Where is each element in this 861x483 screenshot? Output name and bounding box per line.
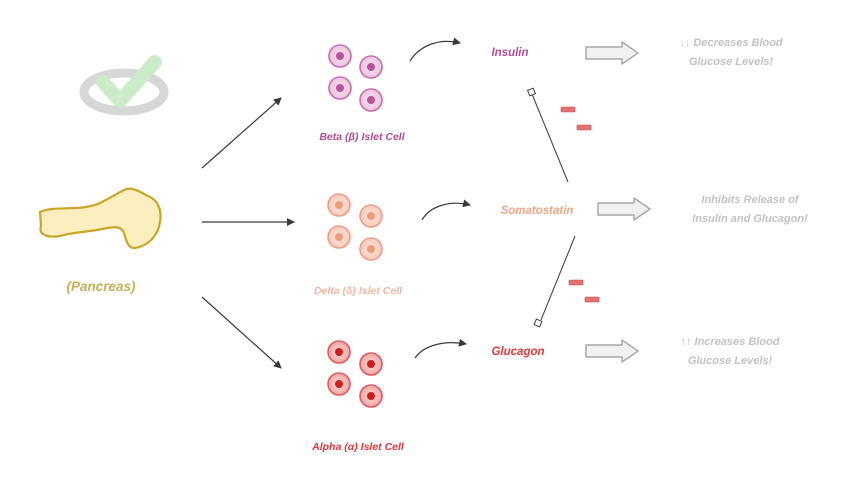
pancreas-label: (Pancreas): [66, 279, 136, 294]
insulin-effect-arrow: [585, 41, 639, 65]
insulin-label: Insulin: [491, 47, 528, 59]
pancreas-icon: [38, 187, 162, 250]
delta-secretion-arrow: [421, 199, 471, 221]
delta-cell-cluster: [327, 193, 383, 261]
check-logo-icon: [79, 55, 169, 116]
arrow-to-alpha: [201, 296, 282, 369]
arrow-to-beta: [201, 97, 282, 169]
delta-cell-label: Delta (δ) Islet Cell: [314, 285, 403, 297]
insulin-effect-line1: ↓↓ Decreases Blood: [679, 37, 783, 49]
somatostatin-effect-line1: Inhibits Release of: [701, 194, 800, 206]
beta-cell-label: Beta (β) Islet Cell: [319, 131, 405, 143]
inhibit-insulin: [526, 87, 569, 183]
beta-cell-cluster: [328, 44, 383, 112]
alpha-cell-cluster: [327, 340, 383, 408]
beta-secretion-arrow: [409, 37, 461, 62]
glucagon-effect-line1: ↑↑ Increases Blood: [680, 336, 779, 348]
inhibition-minus-signs: [560, 106, 600, 303]
glucagon-effect-arrow: [585, 339, 639, 363]
somatostatin-effect-line2: Insulin and Glucagon!: [692, 213, 808, 225]
somatostatin-label: Somatostatin: [501, 205, 574, 217]
insulin-effect-line2: Glucose Levels!: [689, 56, 774, 68]
inhibit-glucagon: [533, 235, 576, 328]
glucagon-label: Glucagon: [491, 346, 544, 358]
glucagon-effect-line2: Glucose Levels!: [688, 355, 773, 367]
alpha-secretion-arrow: [414, 338, 467, 359]
somatostatin-effect-arrow: [597, 197, 651, 221]
alpha-cell-label: Alpha (α) Islet Cell: [311, 441, 405, 453]
